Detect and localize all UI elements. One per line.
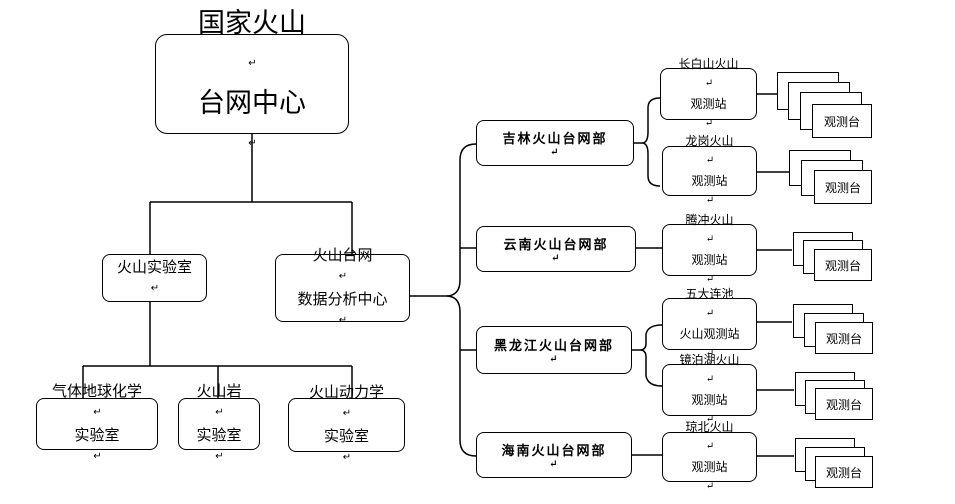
network-dept-label: 海南火山台网部 <box>501 444 607 459</box>
para-mark: ↵ <box>705 155 715 166</box>
para-mark: ↵ <box>248 138 257 149</box>
observatory-changbaishan: 观测台 <box>812 104 872 138</box>
para-mark: ↵ <box>549 354 560 365</box>
volcano-lab: 火山实验室 ↵ <box>102 254 207 302</box>
station-jingpohu: 镜泊湖火山 ↵ 观测站 ↵ <box>662 353 757 425</box>
para-mark: ↵ <box>704 78 714 89</box>
observatory-longgang: 观测台 <box>814 170 872 204</box>
station-line1: 腾冲火山 <box>685 213 734 227</box>
para-mark: ↵ <box>551 253 562 264</box>
data-center-line1: 火山台网 <box>312 246 373 264</box>
center-title-line2: 台网中心 <box>198 88 306 119</box>
national-volcano-network-center: 国家火山 ↵ 台网中心 ↵ <box>155 8 349 149</box>
network-dept-heilongjiang: 黑龙江火山台网部↵ <box>476 326 632 374</box>
para-mark: ↵ <box>704 118 714 129</box>
observatory-label: 观测台 <box>824 180 861 195</box>
station-line2: 观测站 <box>691 393 728 407</box>
observatory-label: 观测台 <box>825 331 862 346</box>
dynamics-lab-line2: 实验室 <box>323 427 369 445</box>
gas-lab-line2: 实验室 <box>74 426 120 444</box>
volcano-dynamics-lab: 火山动力学 ↵ 实验室 ↵ <box>288 383 405 463</box>
data-analysis-center: 火山台网 ↵ 数据分析中心 ↵ <box>275 246 410 326</box>
network-dept-label: 云南火山台网部 <box>503 238 609 253</box>
para-mark: ↵ <box>215 407 224 418</box>
para-mark: ↵ <box>705 195 715 206</box>
para-mark: ↵ <box>338 271 348 282</box>
station-line1: 琼北火山 <box>685 420 734 434</box>
network-dept-hainan: 海南火山台网部↵ <box>476 432 632 478</box>
para-mark: ↵ <box>705 441 715 452</box>
observatory-tengchong: 观测台 <box>814 249 872 281</box>
observatory-label: 观测台 <box>825 397 862 412</box>
volcanic-rock-lab: 火山岩 ↵ 实验室 ↵ <box>178 382 260 462</box>
para-mark: ↵ <box>150 283 160 294</box>
para-mark: ↵ <box>705 481 715 492</box>
station-line1: 五大连池 <box>685 287 734 301</box>
para-mark: ↵ <box>705 414 715 425</box>
para-mark: ↵ <box>342 452 352 463</box>
data-center-line2: 数据分析中心 <box>297 290 388 308</box>
para-mark: ↵ <box>215 451 224 462</box>
para-mark: ↵ <box>705 374 715 385</box>
dynamics-lab-line1: 火山动力学 <box>308 383 384 401</box>
volcano-lab-label: 火山实验室 <box>116 258 192 276</box>
center-title-line1: 国家火山 <box>198 8 306 39</box>
observatory-jingpohu: 观测台 <box>815 388 873 420</box>
gas-lab-line1: 气体地球化学 <box>51 382 142 400</box>
para-mark: ↵ <box>705 274 715 285</box>
para-mark: ↵ <box>342 408 352 419</box>
station-line2: 观测站 <box>691 174 728 188</box>
station-longgang: 龙岗火山 ↵ 观测站 ↵ <box>662 134 757 206</box>
observatory-wudalianchi: 观测台 <box>815 322 873 354</box>
station-tengchong: 腾冲火山 ↵ 观测站 ↵ <box>662 213 757 285</box>
station-line1: 长白山火山 <box>678 57 739 71</box>
observatory-qiongbei: 观测台 <box>815 456 873 488</box>
para-mark: ↵ <box>705 308 715 319</box>
para-mark: ↵ <box>705 234 715 245</box>
para-mark: ↵ <box>550 147 561 158</box>
para-mark: ↵ <box>93 451 102 462</box>
network-dept-label: 黑龙江火山台网部 <box>493 339 614 354</box>
network-dept-label: 吉林火山台网部 <box>502 132 608 147</box>
para-mark: ↵ <box>549 459 560 470</box>
station-qiongbei: 琼北火山 ↵ 观测站 ↵ <box>662 420 757 492</box>
observatory-label: 观测台 <box>825 465 862 480</box>
gas-geochemistry-lab: 气体地球化学 ↵ 实验室 ↵ <box>36 382 158 462</box>
para-mark: ↵ <box>248 58 257 69</box>
network-dept-jilin: 吉林火山台网部↵ <box>476 120 634 166</box>
observatory-label: 观测台 <box>823 114 860 129</box>
station-line2: 观测站 <box>691 253 728 267</box>
station-line1: 龙岗火山 <box>685 134 734 148</box>
network-dept-yunnan: 云南火山台网部↵ <box>476 226 636 272</box>
station-line2: 观测站 <box>691 460 728 474</box>
station-line1: 镜泊湖火山 <box>679 353 740 367</box>
rock-lab-line2: 实验室 <box>196 426 242 444</box>
station-line2: 火山观测站 <box>679 327 740 341</box>
para-mark: ↵ <box>338 315 348 326</box>
station-changbaishan: 长白山火山 ↵ 观测站 ↵ <box>660 57 757 129</box>
para-mark: ↵ <box>705 348 715 359</box>
para-mark: ↵ <box>93 407 102 418</box>
observatory-label: 观测台 <box>824 258 861 273</box>
station-line2: 观测站 <box>690 97 727 111</box>
rock-lab-line1: 火山岩 <box>196 382 242 400</box>
station-wudalianchi: 五大连池 ↵ 火山观测站 ↵ <box>662 287 757 359</box>
